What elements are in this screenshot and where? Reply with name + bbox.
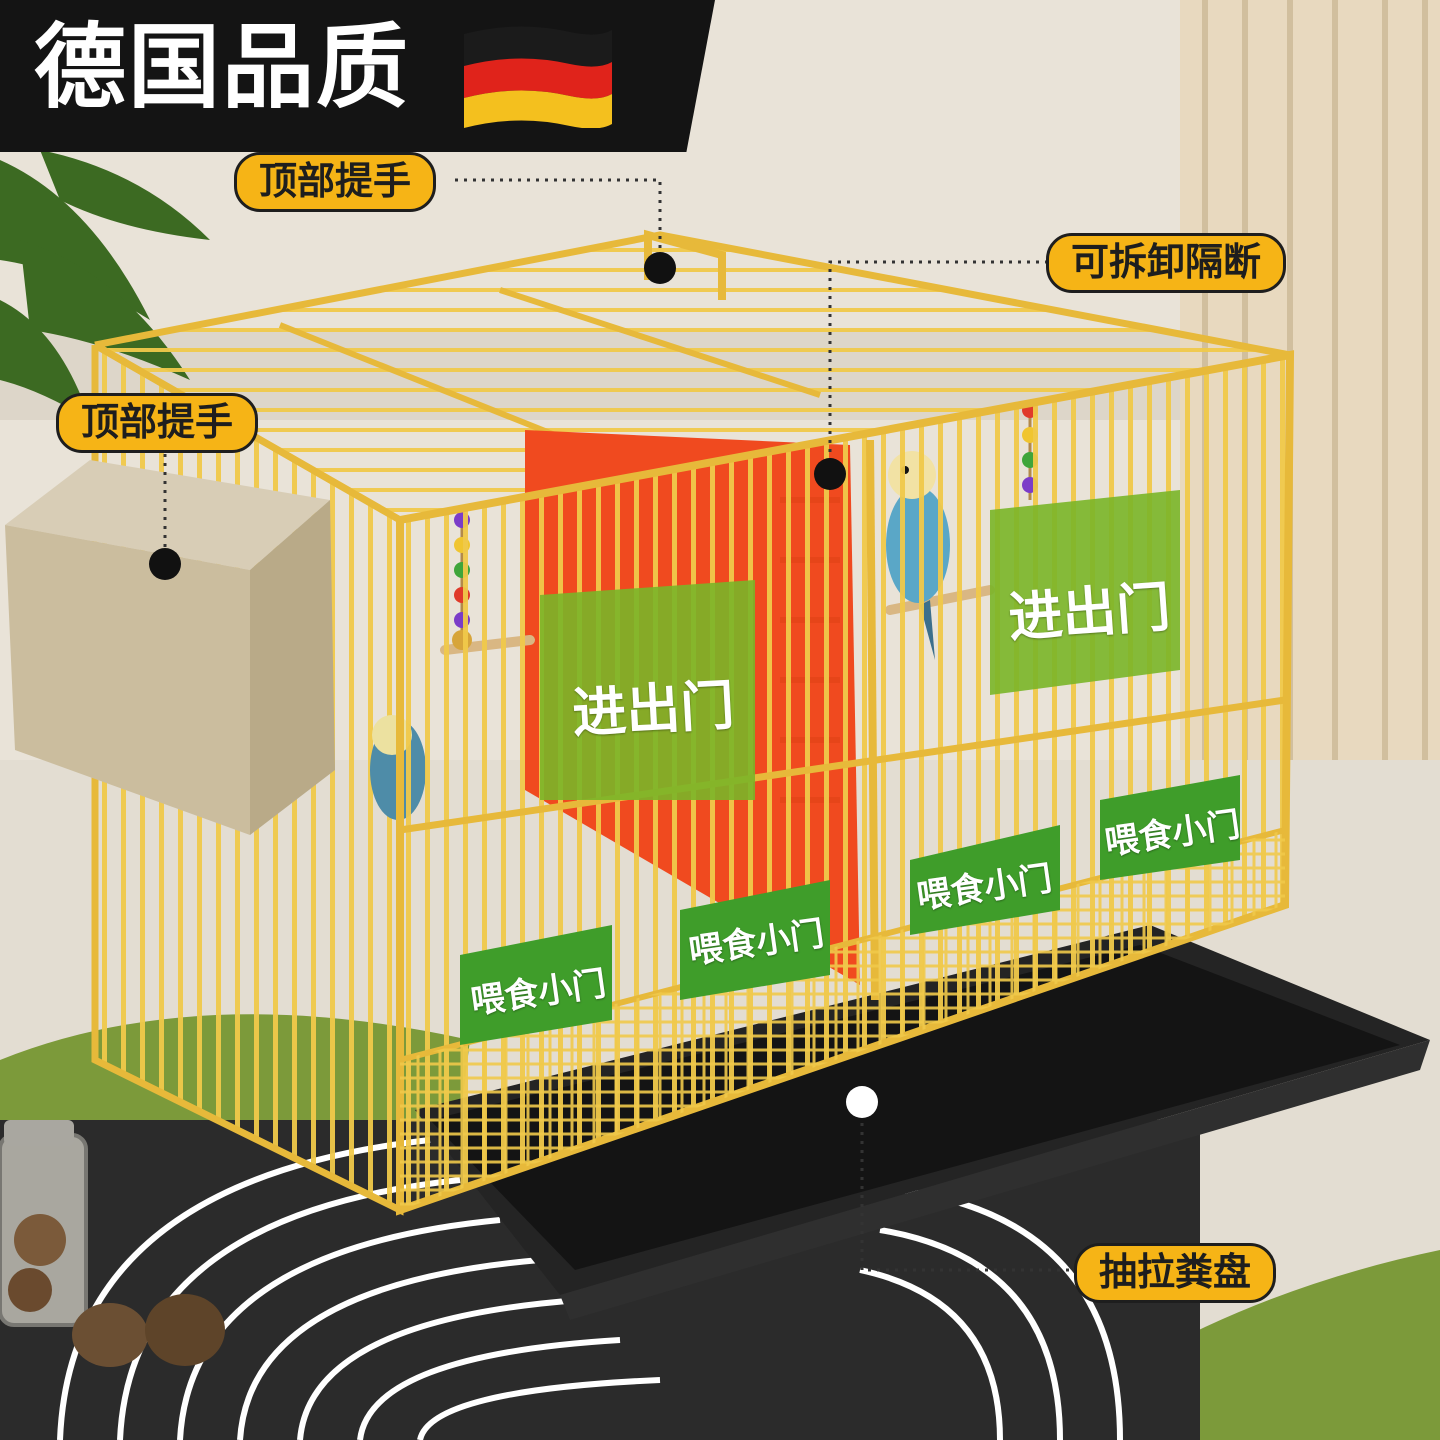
callout-dot-nestbox [149,548,181,580]
entry-door-right [990,490,1180,695]
feeder-door-1 [460,925,612,1045]
callout-leaders [163,178,1075,1272]
droppings-tray [415,925,1430,1320]
banner-title: 德国品质 [34,14,411,121]
callout-dot-tray [846,1086,878,1118]
callout-top-handle-upper: 顶部提手 [234,152,437,212]
callout-top-handle-left: 顶部提手 [56,393,259,453]
entry-door-right-label: 进出门 [1006,575,1173,650]
entry-door-left [540,580,755,800]
feeder-door-4 [1100,775,1240,880]
feeder-door-3 [910,825,1060,935]
callout-dot-divider [814,458,846,490]
germany-flag-icon [464,26,612,128]
pinecones [72,1294,225,1367]
callout-pull-out-tray: 抽拉粪盘 [1074,1243,1277,1303]
callout-dot-handle [644,252,676,284]
glass-jar [0,1120,88,1327]
feeder-door-2 [680,880,830,1000]
entry-door-left-label: 进出门 [570,673,736,746]
callout-removable-divider: 可拆卸隔断 [1046,233,1287,293]
wooden-nest-box [5,460,335,835]
cage-floor-grid [400,830,1285,1210]
